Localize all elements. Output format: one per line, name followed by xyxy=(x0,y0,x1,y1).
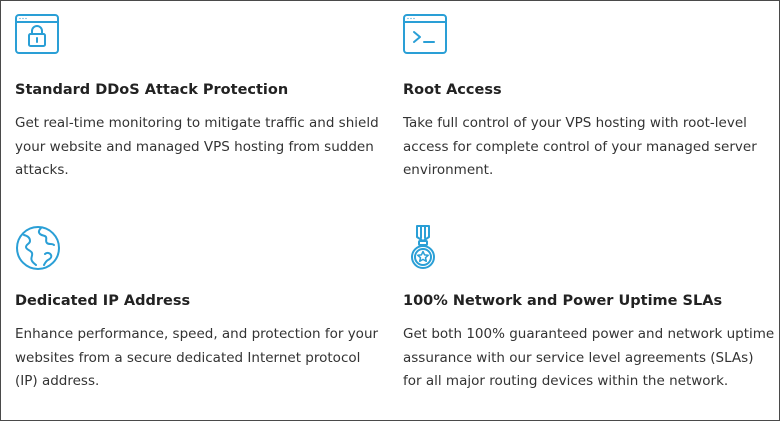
feature-title: Standard DDoS Attack Protection xyxy=(15,82,289,98)
feature-description: Enhance performance, speed, and protecti… xyxy=(15,326,379,389)
globe-icon xyxy=(15,225,61,271)
feature-title: Dedicated IP Address xyxy=(15,293,191,309)
lock-window-icon xyxy=(15,14,61,60)
feature-title: 100% Network and Power Uptime SLAs xyxy=(403,293,723,309)
feature-title: Root Access xyxy=(403,82,502,98)
terminal-window-icon xyxy=(403,14,449,60)
medal-icon xyxy=(403,225,449,271)
feature-description: Get both 100% guaranteed power and netwo… xyxy=(403,326,775,389)
feature-description: Get real-time monitoring to mitigate tra… xyxy=(15,115,379,178)
feature-description: Take full control of your VPS hosting wi… xyxy=(403,115,757,178)
